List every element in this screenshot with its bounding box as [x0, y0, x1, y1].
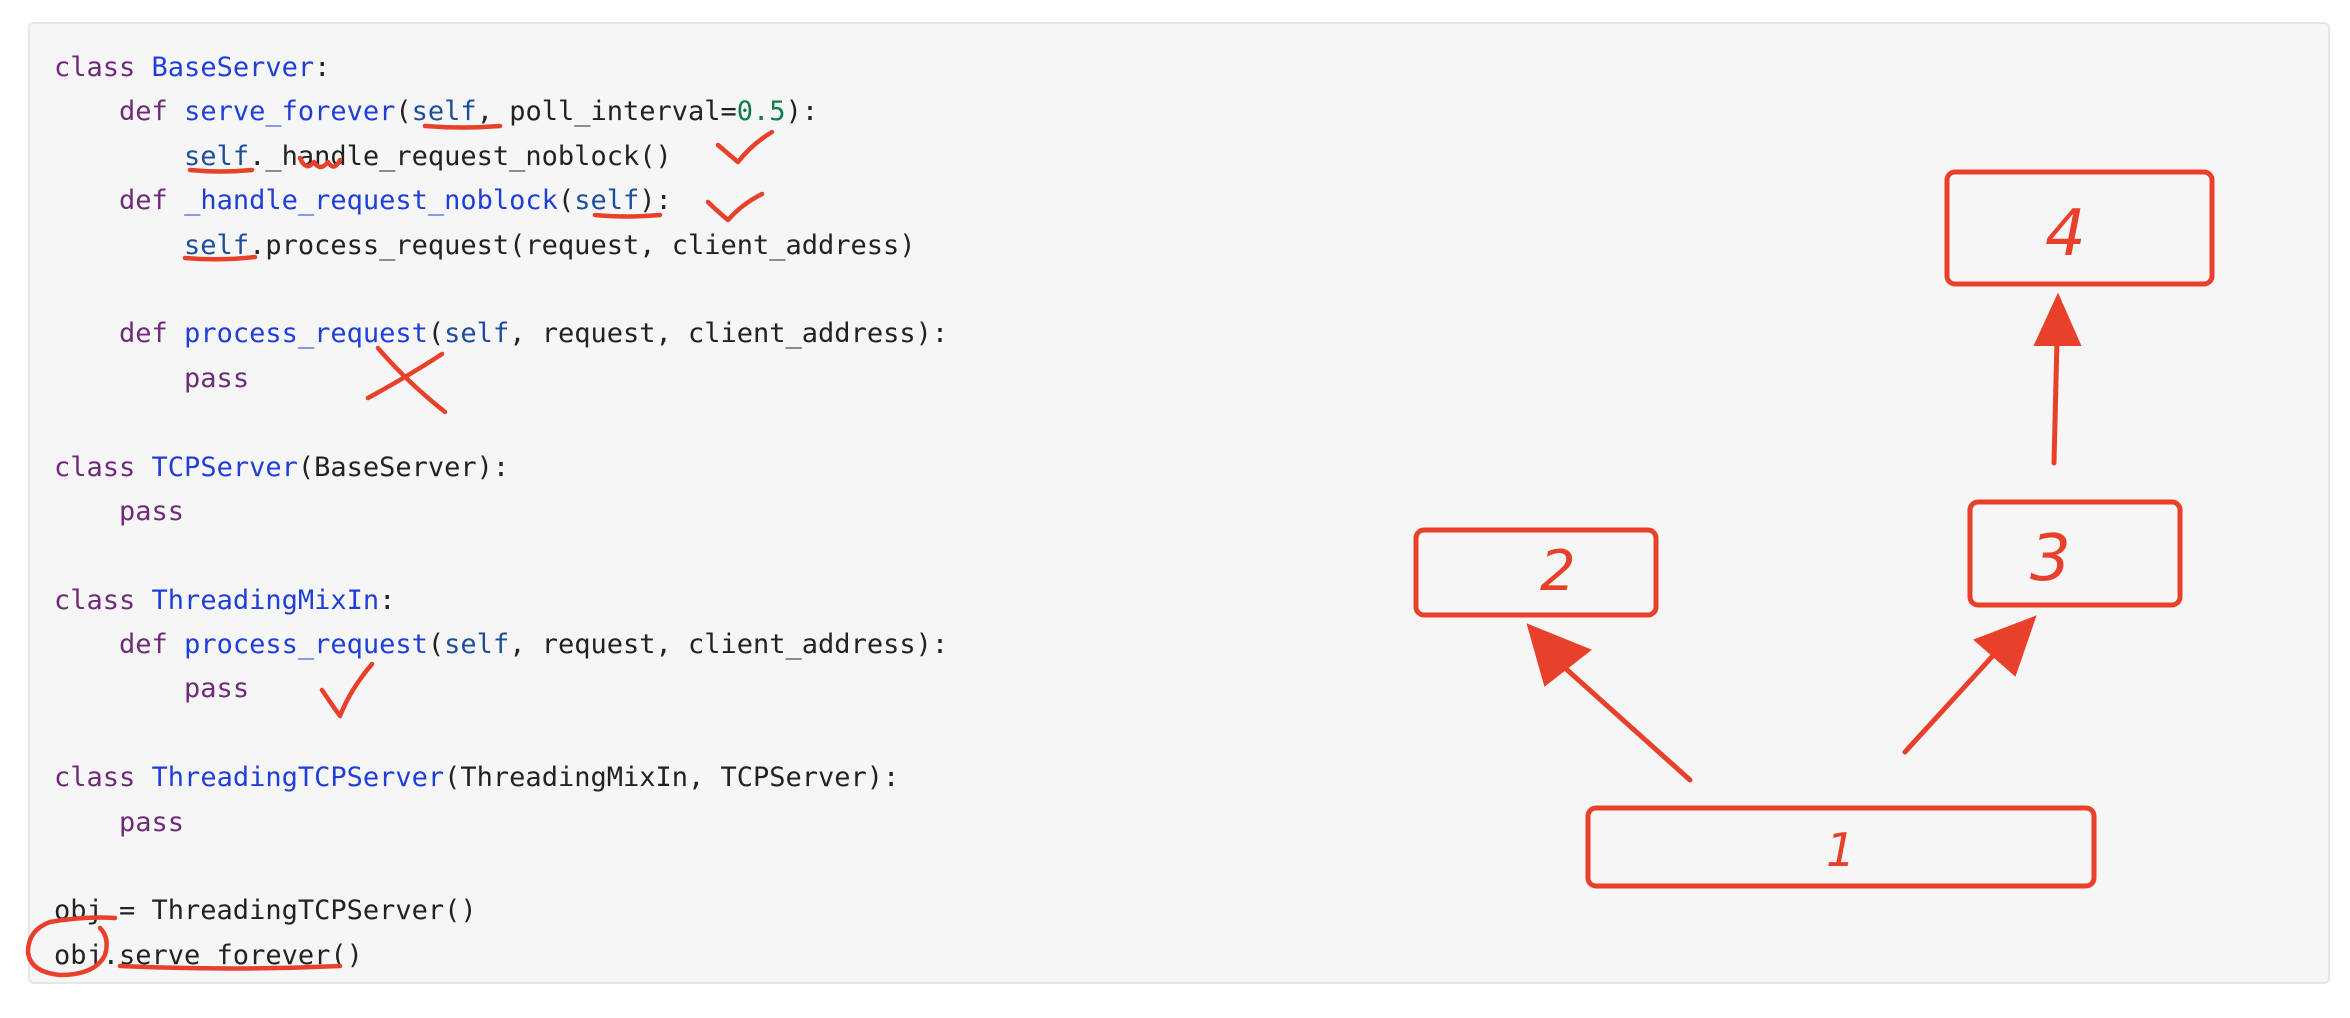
- check-mark-2: [705, 191, 765, 223]
- code-line: self.process_request(request, client_add…: [54, 224, 948, 268]
- identifier: ThreadingTCPServer: [151, 762, 445, 794]
- code-text: , poll_interval=: [476, 96, 737, 128]
- code-line: pass: [54, 490, 948, 534]
- code-text: (ThreadingMixIn, TCPServer):: [444, 762, 900, 794]
- code-line: class BaseServer:: [54, 46, 948, 90]
- identifier: ThreadingMixIn: [151, 584, 380, 616]
- arrow-1-to-3-head: [1973, 615, 2037, 677]
- self-token: self: [184, 229, 250, 261]
- arrow-3-to-4-head: [2033, 292, 2082, 346]
- code-text: .process_request(request, client_address…: [249, 229, 916, 261]
- arrow-1-to-2-shaft: [1562, 665, 1693, 783]
- code-line: pass: [54, 667, 948, 711]
- box-1: [1585, 805, 2097, 889]
- identifier: serve_forever: [184, 96, 396, 128]
- keyword: def: [119, 629, 185, 661]
- box-3-label: 3: [2030, 522, 2071, 596]
- check-mark-3: [319, 661, 375, 719]
- code-text: (: [427, 629, 445, 661]
- code-text: (: [395, 96, 412, 128]
- keyword: pass: [184, 673, 250, 705]
- identifier: BaseServer: [151, 52, 315, 83]
- underline-self-serve-forever: [422, 123, 503, 130]
- self-token: self: [444, 318, 510, 350]
- keyword: class: [54, 451, 152, 483]
- box-4-label: 4: [2045, 197, 2086, 271]
- check-mark-1: [715, 129, 775, 165]
- box-1-label: 1: [1826, 823, 1855, 877]
- box-2-label: 2: [1540, 539, 1576, 604]
- code-text: (: [427, 318, 445, 350]
- code-line: pass: [54, 357, 948, 401]
- code-text: (: [557, 185, 575, 217]
- arrow-1-to-3-shaft: [1902, 645, 2003, 755]
- code-line: def serve_forever(self, poll_interval=0.…: [54, 90, 948, 134]
- keyword: pass: [184, 362, 250, 394]
- code-text: obj = ThreadingTCPServer(): [54, 895, 477, 927]
- self-token: self: [574, 185, 640, 217]
- cross-mark-line-2: [365, 351, 445, 401]
- self-token: self: [444, 629, 510, 661]
- keyword: pass: [119, 806, 185, 838]
- identifier: process_request: [184, 318, 428, 350]
- code-line: class ThreadingTCPServer(ThreadingMixIn,…: [54, 756, 948, 800]
- box-3: [1967, 499, 2183, 608]
- identifier: process_request: [184, 629, 428, 661]
- code-text: , request, client_address):: [509, 318, 949, 350]
- squiggle-underscore: [297, 155, 343, 170]
- keyword: class: [54, 584, 152, 616]
- code-line: obj = ThreadingTCPServer(): [54, 889, 948, 933]
- underline-self-call-2: [182, 254, 258, 262]
- code-text: :: [314, 52, 331, 83]
- self-token: self: [184, 140, 250, 172]
- code-line: def process_request(self, request, clien…: [54, 312, 948, 356]
- number-token: 0.5: [736, 96, 786, 128]
- box-2: [1413, 527, 1659, 618]
- underline-self-call-1: [187, 167, 255, 174]
- keyword: class: [54, 52, 152, 83]
- code-text: , request, client_address):: [509, 629, 949, 661]
- code-line: def _handle_request_noblock(self):: [54, 179, 948, 223]
- code-text: :: [379, 584, 396, 616]
- keyword: class: [54, 762, 152, 794]
- keyword: def: [119, 96, 185, 128]
- circle-around-obj: [25, 915, 118, 978]
- keyword: def: [119, 318, 185, 350]
- python-source-code: class BaseServer: def serve_forever(self…: [54, 46, 948, 978]
- box-4: [1944, 169, 2215, 287]
- code-line: def process_request(self, request, clien…: [54, 623, 948, 667]
- arrow-3-to-4-shaft: [2051, 337, 2060, 466]
- code-text: (BaseServer):: [297, 451, 510, 483]
- underline-self-handle: [592, 212, 663, 219]
- keyword: def: [119, 185, 185, 217]
- code-line: class ThreadingMixIn:: [54, 579, 948, 623]
- identifier: _handle_request_noblock: [184, 185, 558, 217]
- self-token: self: [411, 96, 477, 128]
- code-text: ):: [785, 96, 819, 128]
- code-line: class TCPServer(BaseServer):: [54, 446, 948, 490]
- identifier: TCPServer: [151, 451, 298, 483]
- arrow-1-to-2-head: [1526, 623, 1592, 687]
- keyword: pass: [119, 495, 185, 527]
- code-line: pass: [54, 801, 948, 845]
- code-text: ):: [639, 185, 672, 217]
- underline-serve-forever-call: [117, 963, 343, 971]
- cross-mark-line-1: [375, 345, 448, 415]
